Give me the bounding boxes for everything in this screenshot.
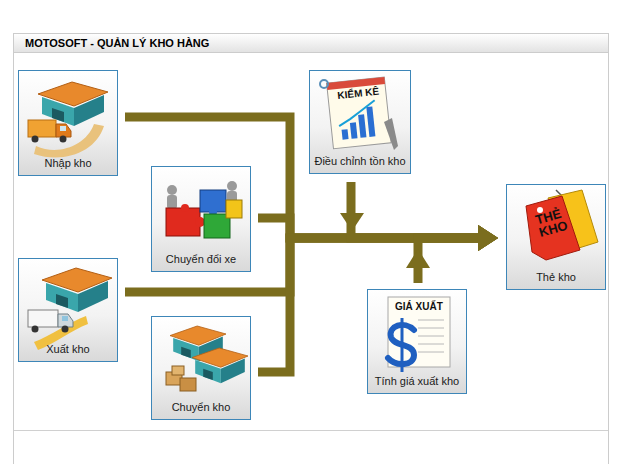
icon-part: [418, 320, 444, 321]
icon-part: [192, 348, 248, 383]
icon-part: [34, 124, 104, 158]
module-label: Xuất kho: [46, 343, 89, 356]
icon-part: [32, 136, 39, 143]
icon-part: [28, 120, 56, 137]
module-label: Thẻ kho: [536, 271, 576, 284]
flow-connector: [418, 238, 478, 283]
icon-part: [32, 326, 39, 333]
icon-part: [388, 297, 450, 367]
icon-part: [62, 326, 69, 333]
import-icon: [28, 82, 108, 158]
icon-part: [170, 326, 226, 361]
export-icon: [28, 268, 112, 350]
module-label: Tính giá xuất kho: [375, 375, 459, 388]
up-arrowhead: [406, 249, 430, 268]
module-box: Chuyển đổi xe: [151, 166, 251, 272]
icon-part: [401, 318, 404, 372]
icon-part: [166, 372, 182, 385]
panel-title: MOTOSOFT - QUẢN LÝ KHO HÀNG: [25, 37, 209, 49]
module-box: Chuyển kho: [151, 316, 251, 420]
transfer-icon: [166, 326, 248, 391]
flow-connector-group: [351, 182, 478, 238]
icon-part: [327, 77, 392, 149]
icon-part: [342, 129, 349, 140]
icon-part: [526, 196, 580, 260]
icon-part: [366, 106, 375, 136]
icon-part: [418, 352, 444, 353]
icon-part: [38, 82, 108, 126]
icon-part: [56, 124, 71, 137]
merge-arrowheads: [340, 213, 430, 268]
icon-part: [418, 336, 444, 337]
icon-part: [227, 191, 237, 205]
down-arrowhead: [340, 213, 364, 231]
icon-part: [350, 122, 358, 139]
icon-part: [209, 208, 217, 216]
icon-part: [195, 217, 205, 227]
icon-part: [384, 118, 398, 150]
flow-connector-group: [418, 238, 478, 283]
icon-part: [34, 316, 88, 350]
icon-part: [320, 80, 328, 88]
flow-connector: [351, 182, 478, 238]
footer-rule: [14, 430, 608, 431]
icon-part: [226, 200, 242, 218]
icon-part: [62, 316, 68, 321]
icon-part: [327, 77, 392, 149]
icon-part: [200, 190, 226, 212]
module-box: Điều chỉnh tồn kho: [309, 70, 411, 174]
icon-part: [358, 114, 366, 138]
stock-card-icon: [526, 190, 598, 260]
icon-part: [167, 195, 177, 209]
header-bar: [14, 34, 609, 53]
module-box: Nhập kho: [18, 70, 118, 176]
icon-part: [556, 190, 566, 200]
icon-part: [167, 185, 177, 195]
icon-part: [204, 214, 230, 238]
icon-part: [227, 181, 237, 191]
module-label: Chuyển đổi xe: [166, 253, 236, 266]
icon-part: [181, 204, 189, 212]
icon-part: [42, 268, 112, 312]
module-label: Điều chỉnh tồn kho: [314, 155, 405, 168]
icon-part: [388, 325, 414, 364]
panel: [14, 34, 609, 464]
icon-part: [28, 310, 58, 327]
conversion-icon: [166, 181, 242, 238]
icon-part: [58, 314, 73, 327]
icon-part: [172, 366, 184, 375]
module-label: Chuyển kho: [172, 401, 231, 414]
pricing-icon: [388, 297, 450, 372]
icon-part: [418, 328, 444, 329]
module-box: Thẻ kho: [506, 184, 606, 290]
icon-part: [337, 100, 377, 126]
icon-part: [60, 136, 67, 143]
icon-part: [60, 126, 66, 131]
flow-connector-group: [258, 218, 478, 238]
module-box: Xuất kho: [18, 258, 118, 362]
icon-part: [166, 208, 200, 236]
flow-connector: [258, 218, 478, 238]
icon-caption: GIÁ XUẤT: [395, 302, 443, 312]
icon-part: [180, 378, 196, 391]
module-label: Nhập kho: [44, 157, 91, 170]
icon-part: [418, 344, 444, 345]
stocktake-icon: [320, 77, 398, 150]
